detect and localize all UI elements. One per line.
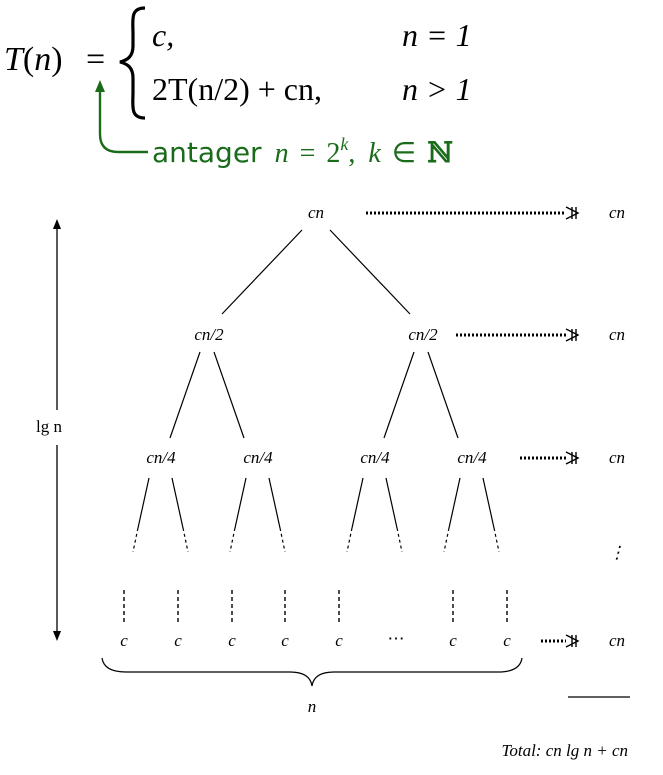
node-level1: cn/2 (194, 325, 224, 344)
recurrence-equation: T(n) = c, n = 1 2T(n/2) + cn, n > 1 (4, 6, 472, 120)
leaf-node: c (174, 631, 182, 650)
edge (213, 351, 245, 439)
leaf-node: c (120, 631, 128, 650)
leaf-node: c (449, 631, 457, 650)
level-cost: cn (609, 203, 625, 222)
recurrence-equals: = (86, 41, 105, 78)
level-cost: cn (609, 631, 625, 650)
node-level2: cn/4 (146, 448, 176, 467)
recursion-tree: lg n cn cn/2 cn/2 cn/4 cn/4 cn/4 cn/4 (36, 203, 630, 760)
node-level2: cn/4 (457, 448, 487, 467)
fading-edges (132, 477, 500, 553)
cases-brace (119, 6, 146, 120)
edge (427, 351, 459, 439)
level-cost: cn (609, 325, 625, 344)
node-root: cn (308, 203, 324, 222)
edge (221, 229, 303, 315)
case2-value: 2T(n/2) + cn, (152, 71, 322, 107)
edge (383, 351, 415, 439)
width-label: n (308, 697, 317, 716)
case1-condition: n = 1 (402, 17, 472, 53)
leaf-node: c (503, 631, 511, 650)
level-cost: cn (609, 448, 625, 467)
leaf-dashes (123, 590, 508, 622)
node-level2: cn/4 (360, 448, 390, 467)
leaf-ellipsis: ⋯ (388, 629, 405, 648)
node-level1: cn/2 (408, 325, 438, 344)
case1-value: c, (152, 17, 174, 53)
leaf-node: c (335, 631, 343, 650)
recurrence-lhs: T(n) (4, 41, 63, 78)
leaf-node: c (281, 631, 289, 650)
leaves-brace (101, 657, 523, 687)
assumption-note: antager n = 2k, k ∈ ℕ (95, 80, 453, 169)
height-label: lg n (36, 417, 62, 436)
leaf-node: c (228, 631, 236, 650)
level-cost-vdots: ⋮ (609, 543, 626, 562)
assumption-text: antager n = 2k, k ∈ ℕ (152, 134, 453, 169)
arrow-up-icon (95, 80, 148, 154)
level-cost-arrows (366, 206, 580, 648)
case2-condition: n > 1 (402, 71, 472, 107)
edge (169, 351, 201, 439)
edge (329, 229, 411, 315)
node-level2: cn/4 (243, 448, 273, 467)
total-cost: Total: cn lg n + cn (501, 741, 628, 760)
